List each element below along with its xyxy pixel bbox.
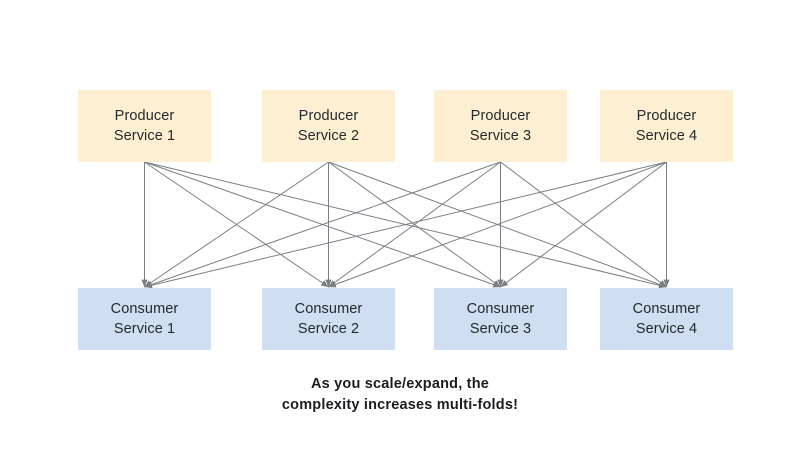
consumer-service-4-label-line1: Consumer (632, 301, 701, 317)
producer-service-1-box[interactable]: Producer Service 1 (78, 90, 211, 162)
consumer-service-4-label-line2: Service 4 (635, 321, 698, 337)
edge-p3-c2 (328, 161, 501, 288)
connection-lines (141, 161, 670, 289)
producer-service-2-label-line2: Service 2 (297, 128, 360, 144)
producer-service-1-label-line1: Producer (114, 108, 175, 124)
producer-service-3-label-line2: Service 3 (469, 128, 532, 144)
consumer-service-1-label-line1: Consumer (110, 301, 179, 317)
producer-service-4-label-line1: Producer (636, 108, 697, 124)
consumer-service-4-box[interactable]: Consumer Service 4 (600, 288, 733, 350)
producer-service-4-label-line2: Service 4 (635, 128, 698, 144)
consumer-service-2-label-line1: Consumer (294, 301, 363, 317)
edge-p3-c1 (144, 161, 501, 288)
producer-service-3-box[interactable]: Producer Service 3 (434, 90, 567, 162)
caption-line-2: complexity increases multi-folds! (281, 397, 519, 414)
consumer-service-2-box[interactable]: Consumer Service 2 (262, 288, 395, 350)
consumer-service-3-label-line1: Consumer (466, 301, 535, 317)
caption-line-1: As you scale/expand, the (310, 376, 490, 392)
consumer-service-1-label-line2: Service 1 (113, 321, 176, 337)
consumer-service-3-label-line2: Service 3 (469, 321, 532, 337)
edge-p4-c1 (144, 161, 667, 289)
edge-p4-c3 (500, 161, 667, 288)
producer-service-2-box[interactable]: Producer Service 2 (262, 90, 395, 162)
producer-service-1-label-line2: Service 1 (113, 128, 176, 144)
producer-service-4-box[interactable]: Producer Service 4 (600, 90, 733, 162)
consumer-service-2-label-line2: Service 2 (297, 321, 360, 337)
edge-p4-c2 (328, 161, 667, 288)
consumer-service-3-box[interactable]: Consumer Service 3 (434, 288, 567, 350)
producer-service-3-label-line1: Producer (470, 108, 531, 124)
producer-service-2-label-line1: Producer (298, 108, 359, 124)
consumer-service-1-box[interactable]: Consumer Service 1 (78, 288, 211, 350)
diagram-caption: As you scale/expand, the complexity incr… (0, 374, 800, 416)
edge-p2-c1 (144, 161, 329, 288)
